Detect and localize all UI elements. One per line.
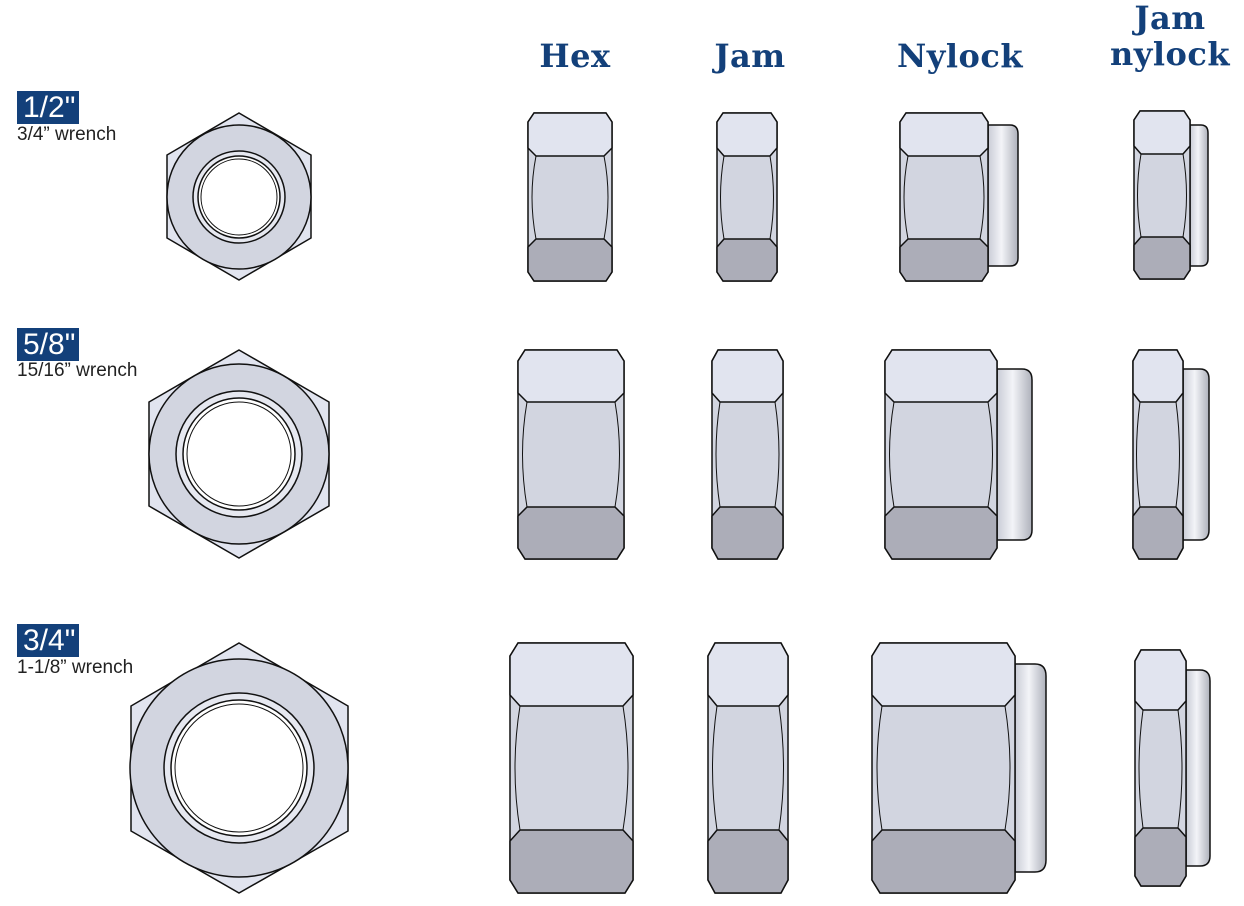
jam-nut-side-view-five-eighths	[711, 349, 784, 560]
wrench-size-five-eighths: 15/16” wrench	[17, 360, 138, 381]
nylock-nut-side-view-five-eighths	[884, 349, 1033, 560]
hex-nut-side-view-half-inch	[527, 112, 613, 282]
jam-nylock-nut-side-view-half-inch	[1133, 110, 1209, 280]
nylock-nut-side-view-three-quarter	[871, 642, 1047, 894]
column-header-jam: Jam	[714, 37, 786, 75]
hex-nut-side-view-five-eighths	[517, 349, 625, 560]
jam-nylock-nut-side-view-three-quarter	[1134, 649, 1211, 887]
jam-nut-side-view-half-inch	[716, 112, 778, 282]
jam-nut-side-view-three-quarter	[707, 642, 789, 894]
size-badge-five-eighths: 5/8"	[17, 328, 80, 361]
wrench-size-three-quarter: 1-1/8” wrench	[17, 657, 134, 678]
wrench-size-half-inch: 3/4” wrench	[17, 124, 117, 145]
hex-nut-top-view-five-eighths	[148, 349, 330, 559]
column-header-nylock: Nylock	[897, 37, 1023, 75]
column-header-hex: Hex	[539, 37, 611, 75]
hex-nut-top-view-half-inch	[166, 112, 312, 281]
jam-nylock-nut-side-view-five-eighths	[1132, 349, 1210, 560]
hex-nut-side-view-three-quarter	[509, 642, 634, 894]
hex-nut-top-view-three-quarter	[129, 642, 349, 894]
nylock-nut-side-view-half-inch	[899, 112, 1019, 282]
size-badge-half-inch: 1/2"	[17, 91, 80, 124]
size-badge-three-quarter: 3/4"	[17, 624, 80, 657]
column-header-jam-nylock: Jam nylock	[1109, 0, 1230, 73]
